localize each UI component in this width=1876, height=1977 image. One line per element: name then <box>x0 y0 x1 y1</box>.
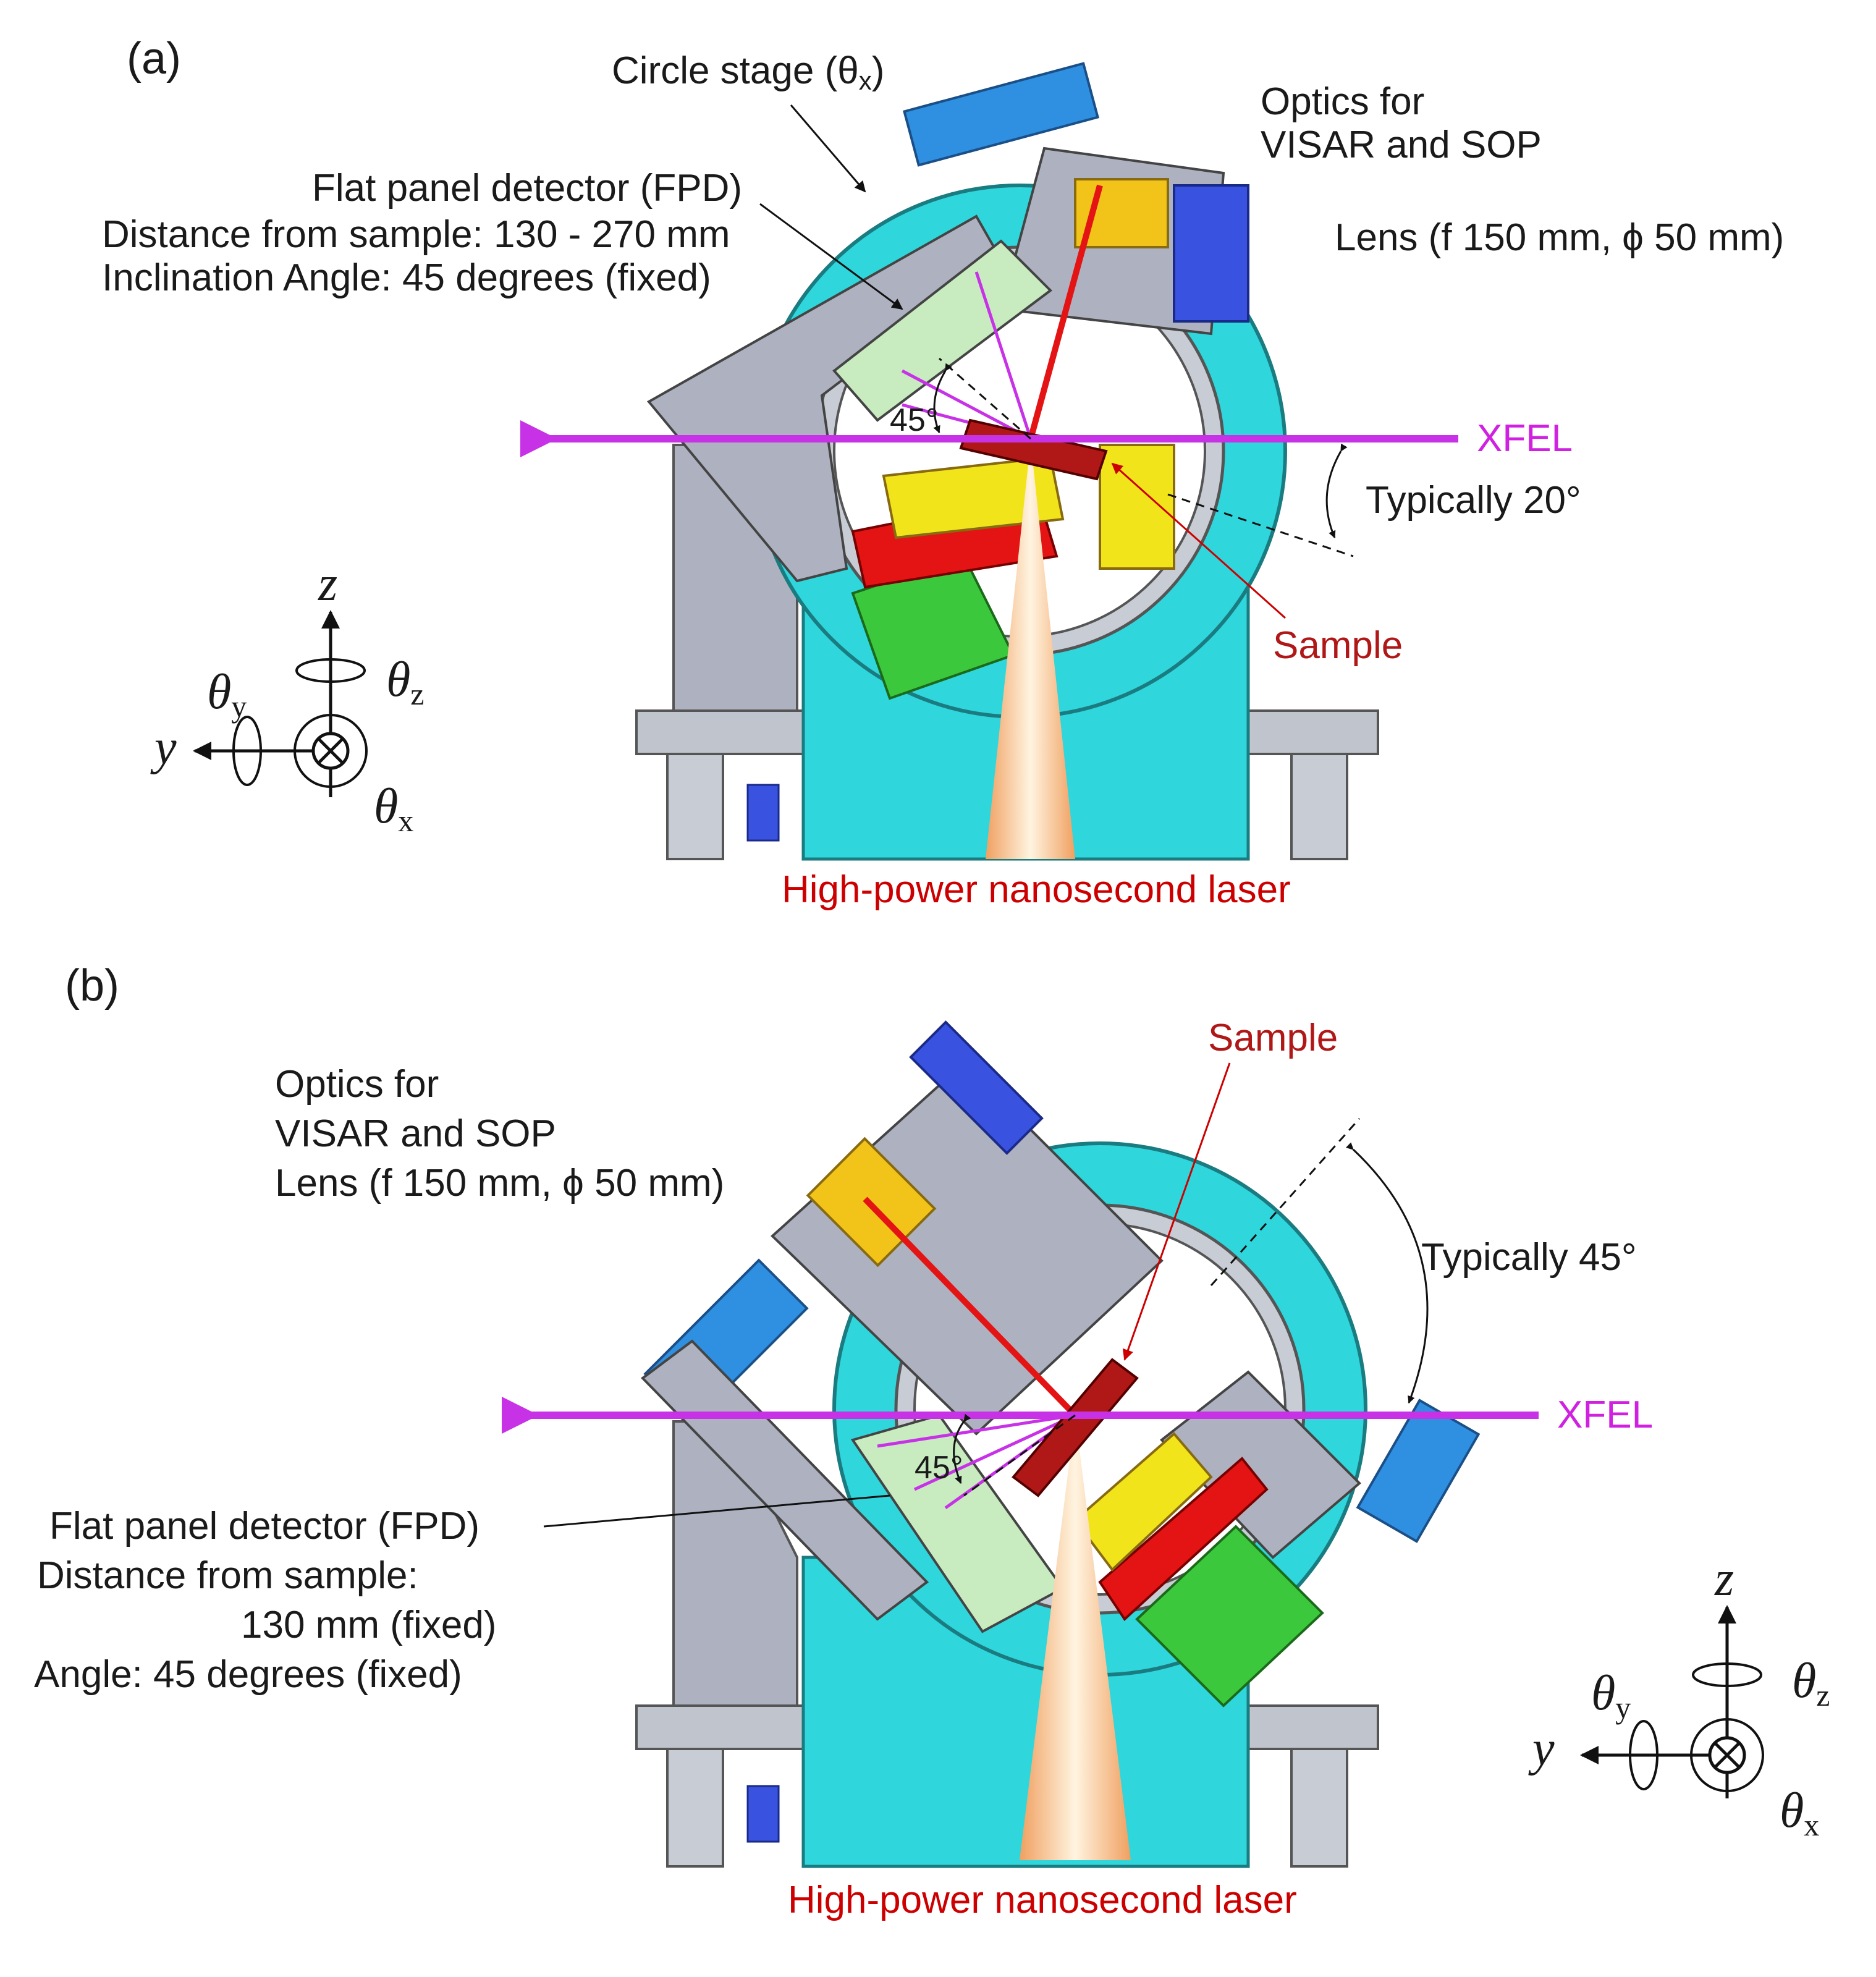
theta-x-rotation <box>1690 1718 1764 1792</box>
theta-z-rotation <box>1692 1662 1762 1687</box>
optics-label-line1: Optics for <box>1261 80 1425 123</box>
optics-label-line2: VISAR and SOP <box>1261 124 1542 166</box>
tilt-20-arc <box>1325 443 1348 539</box>
optics-yellow <box>1074 178 1169 248</box>
panel-a-label: (a) <box>127 34 181 83</box>
fpd-arm <box>646 214 1003 583</box>
axis-z-label: z <box>1715 1552 1734 1606</box>
sample-label: Sample <box>1273 624 1403 667</box>
optics-label-line2: VISAR and SOP <box>275 1112 556 1155</box>
fpd-angle: Angle: 45 degrees (fixed) <box>34 1653 462 1696</box>
fpd-title: Flat panel detector (FPD) <box>312 167 743 210</box>
optics-blue-stage <box>1173 184 1249 323</box>
stage-red <box>1098 1457 1269 1622</box>
laser-cone <box>1020 1415 1131 1860</box>
fpd-distance: Distance from sample: <box>37 1554 418 1597</box>
fpd-distance: Distance from sample: 130 - 270 mm <box>102 213 730 256</box>
stage-yellow-right <box>1099 444 1175 570</box>
angle-45-label: 45° <box>890 402 939 438</box>
lens-label: Lens (f 150 mm, ϕ 50 mm) <box>1335 216 1785 259</box>
leader-sample <box>1111 462 1286 619</box>
tilt-reference-line <box>1167 493 1354 557</box>
theta-y-label: θy <box>1591 1666 1631 1725</box>
motor-blue <box>746 1785 780 1843</box>
theta-y-rotation <box>232 716 262 786</box>
fpd-angle: Inclination Angle: 45 degrees (fixed) <box>102 256 711 299</box>
angle-45-arc <box>953 1413 971 1484</box>
leader-circle-stage <box>790 104 866 193</box>
sample-label: Sample <box>1208 1017 1338 1059</box>
visar-beam <box>863 1196 1075 1415</box>
stage-yellow <box>1073 1432 1213 1572</box>
stage-yellow <box>882 455 1065 540</box>
laser-cone <box>986 442 1075 859</box>
optics-label-line1: Optics for <box>275 1063 439 1106</box>
theta-x-label: θx <box>374 779 414 838</box>
tilt-label: Typically 45° <box>1421 1236 1637 1279</box>
theta-y-rotation <box>1629 1720 1658 1790</box>
fpd-distance-value: 130 mm (fixed) <box>241 1604 497 1646</box>
table-leg <box>666 753 724 860</box>
fpd-arm <box>640 1339 929 1621</box>
fpd-panel <box>832 239 1053 422</box>
sample-plate <box>1012 1358 1139 1497</box>
laser-label: High-power nanosecond laser <box>788 1879 1297 1921</box>
theta-z-label: θz <box>1792 1654 1830 1712</box>
axis-y-label: y <box>1532 1722 1555 1776</box>
optics-blue-mount <box>903 62 1099 167</box>
detector-normal <box>939 357 1031 440</box>
panel-b-label: (b) <box>65 961 119 1010</box>
theta-x-label: θx <box>1780 1784 1820 1842</box>
leader-fpd <box>543 1494 890 1528</box>
leader-sample <box>1122 1062 1231 1361</box>
visar-beam <box>1028 184 1103 440</box>
lens-label: Lens (f 150 mm, ϕ 50 mm) <box>275 1162 725 1204</box>
table-leg <box>1290 1748 1348 1868</box>
theta-y-label: θy <box>207 665 247 724</box>
tilt-reference-line <box>1210 1118 1361 1286</box>
angle-45-arc <box>933 363 952 434</box>
theta-x-rotation <box>294 714 368 788</box>
diffracted-ray <box>974 271 1033 439</box>
laser-label: High-power nanosecond laser <box>782 868 1291 911</box>
stage-green <box>1135 1525 1324 1708</box>
xfel-label: XFEL <box>1477 417 1573 460</box>
tilt-label: Typically 20° <box>1366 479 1581 522</box>
theta-z-label: θz <box>386 653 425 711</box>
table-leg <box>666 1748 724 1868</box>
motor-blue <box>746 784 780 842</box>
panel-a-drawing <box>520 62 1458 861</box>
table-leg <box>1290 753 1348 860</box>
leader-fpd <box>759 203 903 310</box>
diffracted-ray <box>913 1413 1076 1491</box>
diffracted-ray <box>877 1413 1076 1448</box>
panel-b-drawing <box>502 1020 1539 1868</box>
axis-y-label: y <box>154 721 177 775</box>
axes-a <box>193 610 368 797</box>
detector-normal <box>963 1414 1076 1497</box>
axes-b <box>1580 1605 1764 1798</box>
tilt-45-arc <box>1346 1142 1429 1404</box>
circle-stage-label: Circle stage (θx) <box>612 49 885 95</box>
diffracted-ray <box>901 369 1032 441</box>
angle-45-label: 45° <box>915 1450 963 1486</box>
fpd-title: Flat panel detector (FPD) <box>49 1505 480 1547</box>
optics-blue-right <box>1356 1399 1481 1543</box>
optics-blue-stage <box>909 1020 1044 1155</box>
xfel-label: XFEL <box>1557 1394 1654 1436</box>
axis-z-label: z <box>318 557 338 611</box>
theta-z-rotation <box>295 658 366 683</box>
